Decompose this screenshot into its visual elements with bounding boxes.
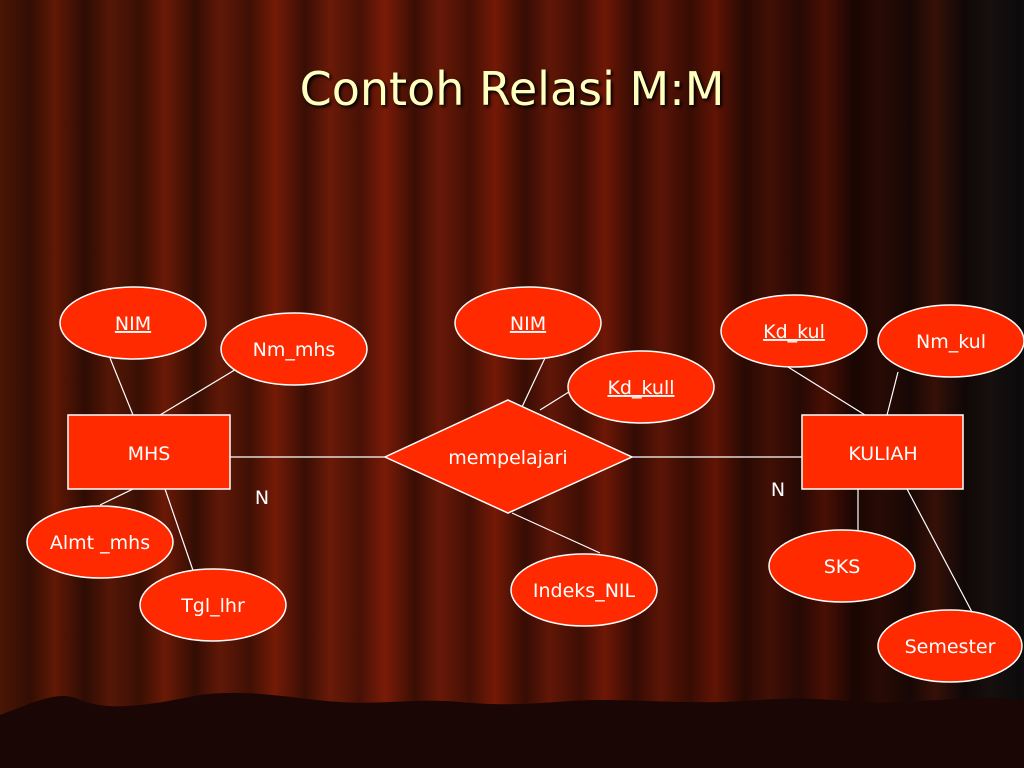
line-kuliah-kdkul <box>787 366 866 416</box>
line-rel-indeks <box>511 512 601 554</box>
attribute-nm-mhs-label: Nm_mhs <box>253 339 336 361</box>
attribute-nm-kul-label: Nm_kul <box>916 331 986 353</box>
attribute-mhs-nim-label: NIM <box>115 313 151 335</box>
relationship-mempelajari[interactable]: mempelajari <box>383 399 634 514</box>
attribute-nm-kul[interactable]: Nm_kul <box>877 304 1024 378</box>
attribute-rel-nim-label: NIM <box>510 313 546 335</box>
attribute-indeks-nil-label: Indeks_NIL <box>533 580 636 602</box>
attribute-rel-nim[interactable]: NIM <box>454 286 602 360</box>
attribute-indeks-nil[interactable]: Indeks_NIL <box>510 553 658 627</box>
entity-mhs-label: MHS <box>128 443 171 465</box>
attribute-semester-label: Semester <box>905 636 996 658</box>
line-kuliah-nmkul <box>886 371 899 416</box>
attribute-kd-kul[interactable]: Kd_kul <box>720 294 868 368</box>
entity-kuliah[interactable]: KULIAH <box>801 414 964 490</box>
attribute-kd-kul-label: Kd_kul <box>763 321 825 343</box>
attribute-nm-mhs[interactable]: Nm_mhs <box>220 312 368 386</box>
attribute-semester[interactable]: Semester <box>877 609 1023 683</box>
cardinality-left: N <box>255 487 269 509</box>
line-rel-kdkull <box>539 389 573 411</box>
line-mhs-nmmhs <box>159 367 239 416</box>
attribute-sks-label: SKS <box>824 556 861 578</box>
attribute-sks[interactable]: SKS <box>768 529 916 603</box>
relationship-label: mempelajari <box>448 447 567 469</box>
line-mhs-tgllhr <box>164 488 198 583</box>
attribute-mhs-nim[interactable]: NIM <box>59 286 207 360</box>
attribute-almt-mhs[interactable]: Almt _mhs <box>26 505 174 579</box>
entity-kuliah-label: KULIAH <box>848 443 917 465</box>
attribute-kd-kull-label: Kd_kull <box>607 377 674 399</box>
stage-floor <box>0 692 1024 768</box>
attribute-tgl-lhr-label: Tgl_lhr <box>180 595 245 617</box>
slide-title: Contoh Relasi M:M <box>299 62 725 116</box>
entity-mhs[interactable]: MHS <box>67 414 231 490</box>
line-kuliah-semester <box>906 488 973 613</box>
line-rel-nim <box>521 357 546 408</box>
line-mhs-almt <box>99 488 134 506</box>
attribute-kd-kull[interactable]: Kd_kull <box>567 350 715 424</box>
attribute-almt-mhs-label: Almt _mhs <box>50 532 150 554</box>
line-mhs-nim <box>109 357 134 416</box>
cardinality-right: N <box>771 479 785 501</box>
attribute-tgl-lhr[interactable]: Tgl_lhr <box>139 568 287 642</box>
connector-lines <box>99 357 973 613</box>
